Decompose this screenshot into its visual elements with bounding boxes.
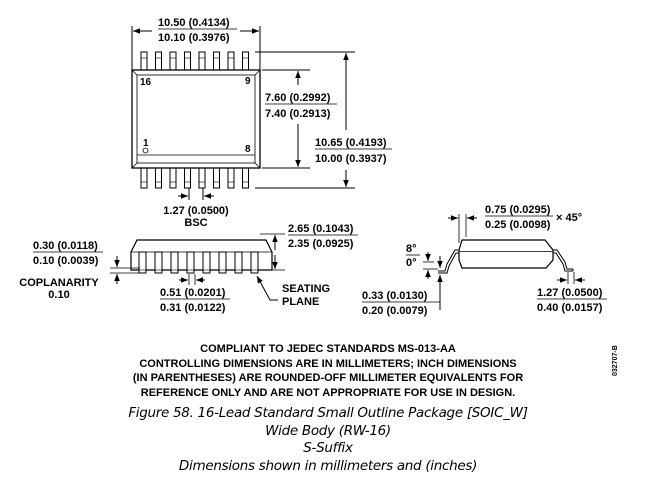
pin-1-marker-icon (142, 147, 149, 154)
front-lead (234, 251, 243, 274)
note-line: (IN PARENTHESES) ARE ROUNDED-OFF MILLIME… (132, 372, 524, 384)
foot-length-dimension: 1.27 (0.0500) 0.40 (0.0157) (537, 272, 607, 314)
top-pin (198, 51, 206, 71)
package-body-top: 16 9 1 8 (131, 69, 261, 169)
front-lead (186, 251, 195, 274)
top-pin-row (140, 51, 249, 71)
width-min-label: 10.10 (0.3976) (158, 32, 230, 44)
lead-thickness-dimension: 0.33 (0.0130) 0.20 (0.0079) (362, 256, 443, 317)
lead-width-dimension: 0.51 (0.0201) 0.31 (0.0122) (160, 274, 230, 314)
coplanarity-label: COPLANARITY (19, 277, 99, 289)
chamfer-max-label: 0.75 (0.0295) (485, 204, 551, 216)
note-line: CONTROLLING DIMENSIONS ARE IN MILLIMETER… (139, 357, 517, 370)
caption-line2: Wide Body (RW-16) (265, 422, 391, 439)
notes-block: COMPLIANT TO JEDEC STANDARDS MS-013-AA C… (0, 342, 656, 400)
bottom-pin (242, 167, 249, 189)
top-pin (155, 51, 162, 71)
bottom-pin (213, 167, 220, 189)
width-dimension: 10.50 (0.4134) 10.10 (0.3976) (131, 17, 261, 70)
front-lead (170, 251, 179, 274)
pitch-bsc-label: BSC (184, 217, 207, 229)
top-pin (227, 51, 235, 71)
package-drawing: 10.50 (0.4134) 10.10 (0.3976) 16 9 1 8 (19, 17, 607, 317)
pin-8-label: 8 (245, 144, 251, 155)
front-lead-row (138, 251, 259, 274)
overall-height-dimension: 10.65 (0.4193) 10.00 (0.3937) (255, 51, 392, 189)
standoff-dimension: 0.30 (0.0118) 0.10 (0.0039) COPLANARITY … (19, 240, 140, 301)
bottom-pin (155, 167, 162, 189)
figure-caption: Figure 58. 16-Lead Standard Small Outlin… (0, 405, 656, 475)
lead-width-max-label: 0.51 (0.0201) (160, 287, 226, 299)
top-view: 10.50 (0.4134) 10.10 (0.3976) 16 9 1 8 (131, 17, 392, 229)
bottom-pin (169, 167, 177, 189)
bottom-pin (198, 167, 206, 189)
caption-line4: Dimensions shown in millimeters and (inc… (178, 457, 478, 474)
pitch-label: 1.27 (0.0500) (163, 205, 229, 217)
lead-thickness-min-label: 0.20 (0.0079) (362, 305, 428, 317)
pitch-dimension: 1.27 (0.0500) BSC (163, 188, 229, 229)
overall-height-max-label: 10.65 (0.4193) (315, 137, 387, 149)
bottom-pin (227, 167, 235, 189)
top-pin (169, 51, 177, 71)
overall-height-min-label: 10.00 (0.3937) (315, 153, 387, 165)
body-width-dimension: 7.60 (0.2992) 7.40 (0.2913) (262, 69, 337, 169)
coplanarity-value: 0.10 (48, 289, 69, 301)
chamfer-dimension: 0.75 (0.0295) 0.25 (0.0098) × 45° (448, 204, 582, 243)
body-width-min-label: 7.40 (0.2913) (265, 108, 331, 120)
height-max-label: 2.65 (0.1043) (288, 223, 354, 235)
seating-plane-line2: PLANE (282, 296, 319, 308)
top-pin (140, 51, 148, 71)
front-lead (250, 251, 259, 274)
chamfer-min-label: 0.25 (0.0098) (485, 219, 551, 231)
height-min-label: 2.35 (0.0925) (288, 238, 354, 250)
body-width-max-label: 7.60 (0.2992) (265, 92, 331, 104)
angle-min-label: 0° (406, 257, 417, 269)
angle-max-label: 8° (406, 243, 417, 255)
front-view: 0.30 (0.0118) 0.10 (0.0039) COPLANARITY … (19, 223, 358, 314)
note-line: COMPLIANT TO JEDEC STANDARDS MS-013-AA (200, 343, 456, 355)
caption-title: Figure 58. 16-Lead Standard Small Outlin… (128, 405, 528, 421)
front-lead (202, 251, 211, 274)
package-height-dimension: 2.65 (0.1043) 2.35 (0.0925) (258, 223, 358, 271)
standoff-max-label: 0.30 (0.0118) (33, 240, 98, 252)
top-pin (184, 51, 191, 71)
pin-16-label: 16 (140, 77, 152, 88)
lead-width-min-label: 0.31 (0.0122) (160, 302, 226, 314)
standoff-min-label: 0.10 (0.0039) (33, 255, 99, 267)
seating-plane-line1: SEATING (282, 283, 330, 295)
package-body-side (458, 239, 554, 269)
note-line: REFERENCE ONLY AND ARE NOT APPROPRIATE F… (140, 386, 516, 399)
foot-length-max-label: 1.27 (0.0500) (537, 287, 603, 299)
top-pin (213, 51, 220, 71)
bottom-pin-row (140, 167, 249, 189)
top-pin (242, 51, 249, 71)
front-lead (154, 251, 163, 274)
front-lead (138, 251, 147, 274)
lead-thickness-max-label: 0.33 (0.0130) (362, 290, 428, 302)
pin-1-label: 1 (143, 138, 149, 149)
foot-length-min-label: 0.40 (0.0157) (537, 302, 603, 314)
reference-code: 032707-B (612, 345, 619, 376)
width-max-label: 10.50 (0.4134) (158, 17, 230, 29)
caption-line3: S-Suffix (303, 440, 353, 456)
side-view: 0.75 (0.0295) 0.25 (0.0098) × 45° 8° 0° … (362, 204, 607, 317)
bottom-pin (140, 167, 148, 189)
seating-plane-callout: SEATING PLANE (256, 275, 330, 308)
lead-angle-dimension: 8° 0° (406, 243, 438, 279)
front-lead (218, 251, 227, 274)
chamfer-angle-label: × 45° (556, 212, 582, 224)
pin-9-label: 9 (245, 76, 251, 87)
bottom-pin (184, 167, 191, 189)
